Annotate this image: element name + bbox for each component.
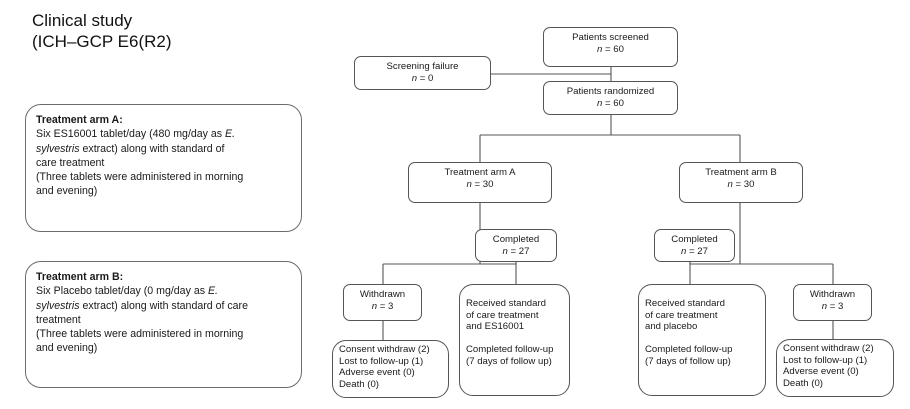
arm-b-label: Treatment arm B	[705, 167, 777, 178]
box-withdrawn-a: Withdrawn n = 3	[343, 284, 422, 321]
arm-b-line4: (Three tablets were administered in morn…	[36, 328, 244, 341]
arm-b-line3: treatment	[36, 313, 81, 326]
box-received-b: Received standard of care treatment and …	[638, 284, 766, 396]
box-received-a: Received standard of care treatment and …	[459, 284, 570, 396]
reason-b-item: Consent withdraw (2)	[783, 343, 874, 354]
completed-a-label: Completed	[492, 234, 540, 245]
reason-a-item: Adverse event (0)	[339, 367, 415, 379]
arm-b-heading: Treatment arm B:	[36, 271, 124, 283]
randomized-count: n = 60	[597, 97, 624, 109]
received-a-line: and ES16001	[466, 321, 525, 333]
received-b-line: Received standard	[645, 298, 725, 309]
arm-a-line1: Six ES16001 tablet/day (480 mg/day as E.	[36, 128, 236, 141]
box-reasons-a: Consent withdraw (2) Lost to follow-up (…	[332, 340, 449, 398]
arm-a-count: n = 30	[466, 178, 494, 190]
reason-b-item: Death (0)	[783, 377, 823, 389]
arm-a-heading: Treatment arm A:	[36, 114, 123, 126]
followup-a-line: (7 days of follow up)	[466, 355, 552, 367]
box-completed-b: Completed n = 27	[654, 229, 735, 262]
box-withdrawn-b: Withdrawn n = 3	[793, 284, 872, 321]
study-title: Clinical study (ICH–GCP E6(R2)	[32, 10, 172, 52]
received-b-line: and placebo	[645, 321, 698, 333]
withdrawn-b-count: n = 3	[821, 300, 844, 312]
arm-a-description: Treatment arm A: Six ES16001 tablet/day …	[25, 104, 302, 232]
screen-fail-count: n = 0	[411, 72, 434, 84]
reason-a-item: Consent withdraw (2)	[339, 344, 430, 355]
completed-a-count: n = 27	[502, 245, 530, 257]
box-treatment-arm-a: Treatment arm A n = 30	[408, 162, 552, 203]
box-reasons-b: Consent withdraw (2) Lost to follow-up (…	[776, 339, 894, 397]
reason-b-item: Adverse event (0)	[783, 366, 859, 378]
received-a-line: Received standard	[466, 298, 546, 309]
arm-a-label: Treatment arm A	[444, 167, 516, 178]
randomized-label: Patients randomized	[566, 86, 655, 97]
completed-b-label: Completed	[671, 234, 718, 245]
arm-b-description: Treatment arm B: Six Placebo tablet/day …	[25, 261, 302, 388]
withdrawn-a-label: Withdrawn	[359, 289, 406, 300]
box-completed-a: Completed n = 27	[475, 229, 557, 262]
screen-fail-label: Screening failure	[386, 61, 459, 72]
followup-b-line: (7 days of follow up)	[645, 355, 731, 367]
followup-a-line: Completed follow-up	[466, 344, 554, 356]
arm-b-line5: and evening)	[36, 342, 98, 355]
box-patients-randomized: Patients randomized n = 60	[543, 81, 678, 115]
reason-a-item: Death (0)	[339, 378, 379, 390]
completed-b-count: n = 27	[681, 245, 708, 257]
study-title-line2: (ICH–GCP E6(R2)	[32, 32, 172, 51]
arm-b-line2: sylvestris extract) along with standard …	[36, 299, 248, 312]
screened-count: n = 60	[597, 43, 624, 55]
arm-a-line3: care treatment	[36, 156, 105, 169]
reason-a-item: Lost to follow-up (1)	[339, 355, 424, 367]
study-title-line1: Clinical study	[32, 11, 133, 30]
reason-b-item: Lost to follow-up (1)	[783, 354, 868, 366]
followup-b-line: Completed follow-up	[645, 344, 733, 356]
box-treatment-arm-b: Treatment arm B n = 30	[679, 162, 803, 203]
box-screening-failure: Screening failure n = 0	[354, 56, 491, 90]
arm-b-line1: Six Placebo tablet/day (0 mg/day as E.	[36, 285, 218, 298]
box-patients-screened: Patients screened n = 60	[543, 27, 678, 67]
withdrawn-a-count: n = 3	[371, 300, 394, 312]
arm-a-line5: and evening)	[36, 185, 98, 198]
received-b-line: of care treatment	[645, 309, 718, 321]
arm-b-count: n = 30	[727, 178, 755, 190]
arm-a-line4: (Three tablets were administered in morn…	[36, 171, 244, 184]
withdrawn-b-label: Withdrawn	[809, 289, 856, 300]
screened-label: Patients screened	[572, 32, 649, 43]
received-a-line: of care treatment	[466, 309, 539, 321]
arm-a-line2: sylvestris extract) along with standard …	[36, 142, 225, 155]
